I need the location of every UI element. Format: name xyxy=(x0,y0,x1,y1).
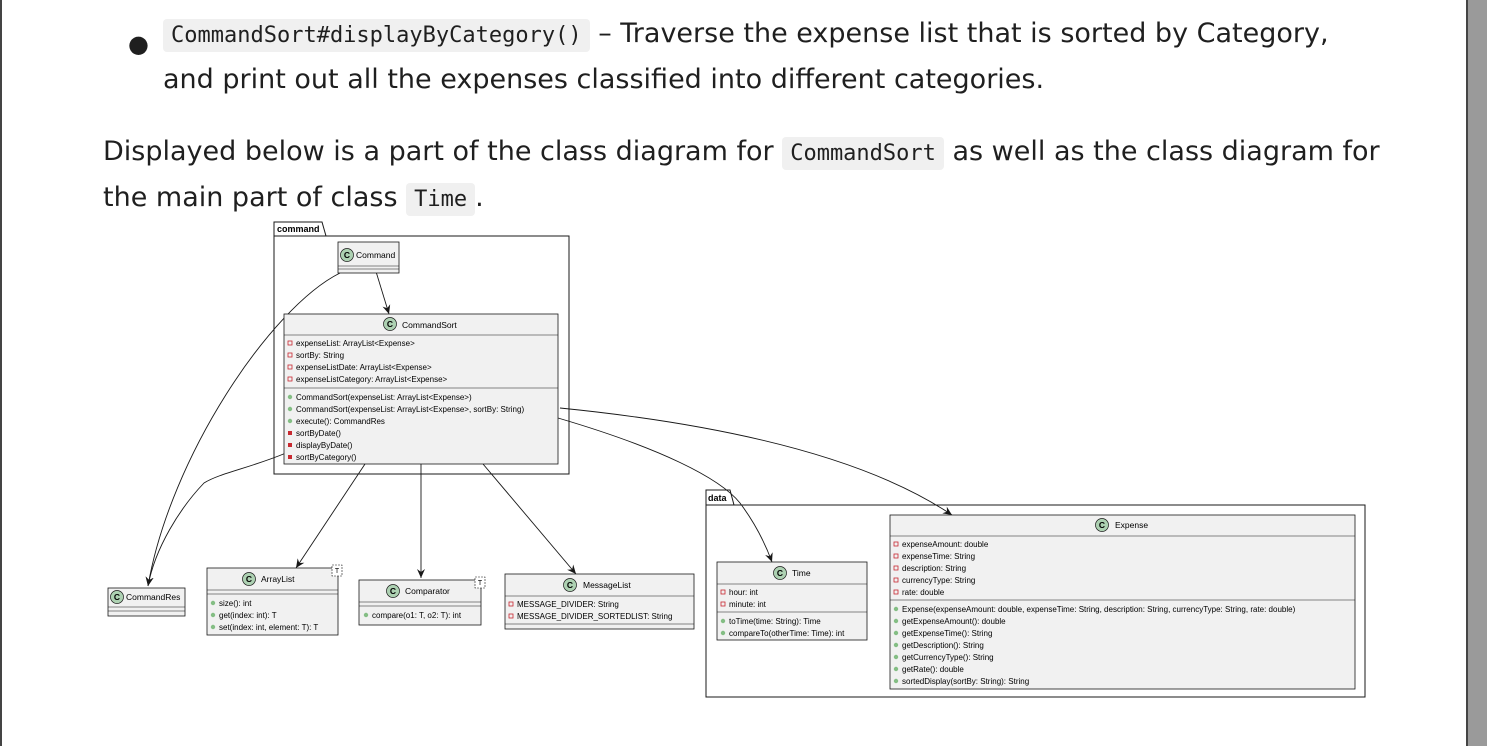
connector-command-to-commandres xyxy=(145,272,341,587)
method-expense-constructor: Expense(expenseAmount: double, expenseTi… xyxy=(902,605,1296,614)
method-getexpensetime: getExpenseTime(): String xyxy=(902,629,992,638)
inline-code-displaybycategory: CommandSort#displayByCategory() xyxy=(163,19,590,52)
connector-commandsort-to-messagelist xyxy=(482,463,577,575)
method-getdescription: getDescription(): String xyxy=(902,641,984,650)
method-get: get(index: int): T xyxy=(219,611,277,620)
class-commandres: C CommandRes xyxy=(107,587,186,617)
field-expenselist: expenseList: ArrayList<Expense> xyxy=(296,339,415,348)
method-getrate: getRate(): double xyxy=(902,665,964,674)
class-messagelist-name: MessageList xyxy=(583,580,631,590)
class-icon-commandsort: C xyxy=(387,319,393,329)
method-execute: execute(): CommandRes xyxy=(296,417,385,426)
class-command: C Command xyxy=(337,241,400,274)
field-minute: minute: int xyxy=(729,600,767,609)
field-expensetime: expenseTime: String xyxy=(902,552,975,561)
expense-methods: Expense(expenseAmount: double, expenseTi… xyxy=(893,605,1296,686)
method-compare: compare(o1: T, o2: T): int xyxy=(372,611,462,620)
class-icon-messagelist: C xyxy=(567,580,573,590)
bullet-description: – Traverse the expense list that is sort… xyxy=(163,18,1329,95)
field-currencytype: currencyType: String xyxy=(902,576,975,585)
field-hour: hour: int xyxy=(729,588,759,597)
bullet-text: CommandSort#displayByCategory() – Traver… xyxy=(163,12,1383,102)
bullet-dot-icon: ● xyxy=(128,30,149,58)
class-command-name: Command xyxy=(356,250,395,260)
method-commandsort-2: CommandSort(expenseList: ArrayList<Expen… xyxy=(296,405,524,414)
class-arraylist: T C ArrayList size(): int get(index: int… xyxy=(206,564,343,636)
method-sorteddisplay: sortedDisplay(sortBy: String): String xyxy=(902,677,1029,686)
class-diagram: command data xyxy=(100,218,1370,704)
method-set: set(index: int, element: T): T xyxy=(219,623,318,632)
field-message-divider-sortedlist: MESSAGE_DIVIDER_SORTEDLIST: String xyxy=(517,612,672,621)
class-icon-time: C xyxy=(777,568,783,578)
method-displaybydate: displayByDate() xyxy=(296,441,353,450)
method-compareto: compareTo(otherTime: Time): int xyxy=(729,629,845,638)
package-data: data xyxy=(705,489,1366,698)
class-icon-comparator: C xyxy=(390,586,396,596)
field-description: description: String xyxy=(902,564,966,573)
class-time-name: Time xyxy=(792,568,811,578)
connector-commandsort-to-expense xyxy=(559,407,953,516)
class-comparator-name: Comparator xyxy=(405,586,450,596)
page-left-border xyxy=(0,0,2,746)
connector-commandsort-to-commandres xyxy=(145,452,287,587)
class-icon-command: C xyxy=(344,250,350,260)
scrollbar-track[interactable] xyxy=(1466,0,1487,746)
field-expenselistcategory: expenseListCategory: ArrayList<Expense> xyxy=(296,375,448,384)
class-commandres-name: CommandRes xyxy=(126,592,180,602)
class-arraylist-name: ArrayList xyxy=(261,574,295,584)
field-expenseamount: expenseAmount: double xyxy=(902,540,989,549)
field-rate: rate: double xyxy=(902,588,945,597)
paragraph-text-2: as well as the class diagram for the mai… xyxy=(103,136,1380,213)
description-paragraph: Displayed below is a part of the class d… xyxy=(103,130,1393,222)
method-getexpenseamount: getExpenseAmount(): double xyxy=(902,617,1006,626)
class-time: C Time hour: int minute: int toTime(time… xyxy=(716,561,868,641)
package-command: command xyxy=(273,221,570,475)
method-getcurrencytype: getCurrencyType(): String xyxy=(902,653,994,662)
inline-code-time: Time xyxy=(406,183,476,216)
package-command-label: command xyxy=(277,224,320,234)
commandsort-fields: expenseList: ArrayList<Expense> sortBy: … xyxy=(287,339,448,384)
comparator-generic-param: T xyxy=(478,580,483,587)
paragraph-text-3: . xyxy=(475,182,484,213)
class-messagelist: C MessageList MESSAGE_DIVIDER: String ME… xyxy=(504,573,695,630)
field-message-divider: MESSAGE_DIVIDER: String xyxy=(517,600,619,609)
method-totime: toTime(time: String): Time xyxy=(729,617,821,626)
field-sortby: sortBy: String xyxy=(296,351,344,360)
connector-commandsort-to-time xyxy=(557,417,773,563)
class-expense-name: Expense xyxy=(1115,520,1148,530)
class-commandsort-name: CommandSort xyxy=(402,320,457,330)
method-commandsort-1: CommandSort(expenseList: ArrayList<Expen… xyxy=(296,393,472,402)
expense-fields: expenseAmount: double expenseTime: Strin… xyxy=(893,540,989,597)
method-size: size(): int xyxy=(219,599,252,608)
connector-commandsort-to-arraylist xyxy=(295,463,366,569)
inline-code-commandsort: CommandSort xyxy=(782,137,944,170)
class-comparator: T C Comparator compare(o1: T, o2: T): in… xyxy=(358,576,486,626)
class-icon-arraylist: C xyxy=(246,574,252,584)
class-commandsort: C CommandSort expenseList: ArrayList<Exp… xyxy=(283,313,559,465)
paragraph-text-1: Displayed below is a part of the class d… xyxy=(103,136,783,167)
package-data-label: data xyxy=(708,493,728,503)
arraylist-generic-param: T xyxy=(335,568,340,575)
class-expense: C Expense expenseAmount: double expenseT… xyxy=(889,514,1356,690)
class-icon-expense: C xyxy=(1099,520,1105,530)
method-sortbydate: sortByDate() xyxy=(296,429,341,438)
method-sortbycategory: sortByCategory() xyxy=(296,453,357,462)
class-icon-commandres: C xyxy=(114,592,120,602)
field-expenselistdate: expenseListDate: ArrayList<Expense> xyxy=(296,363,432,372)
commandsort-methods: CommandSort(expenseList: ArrayList<Expen… xyxy=(287,393,524,462)
